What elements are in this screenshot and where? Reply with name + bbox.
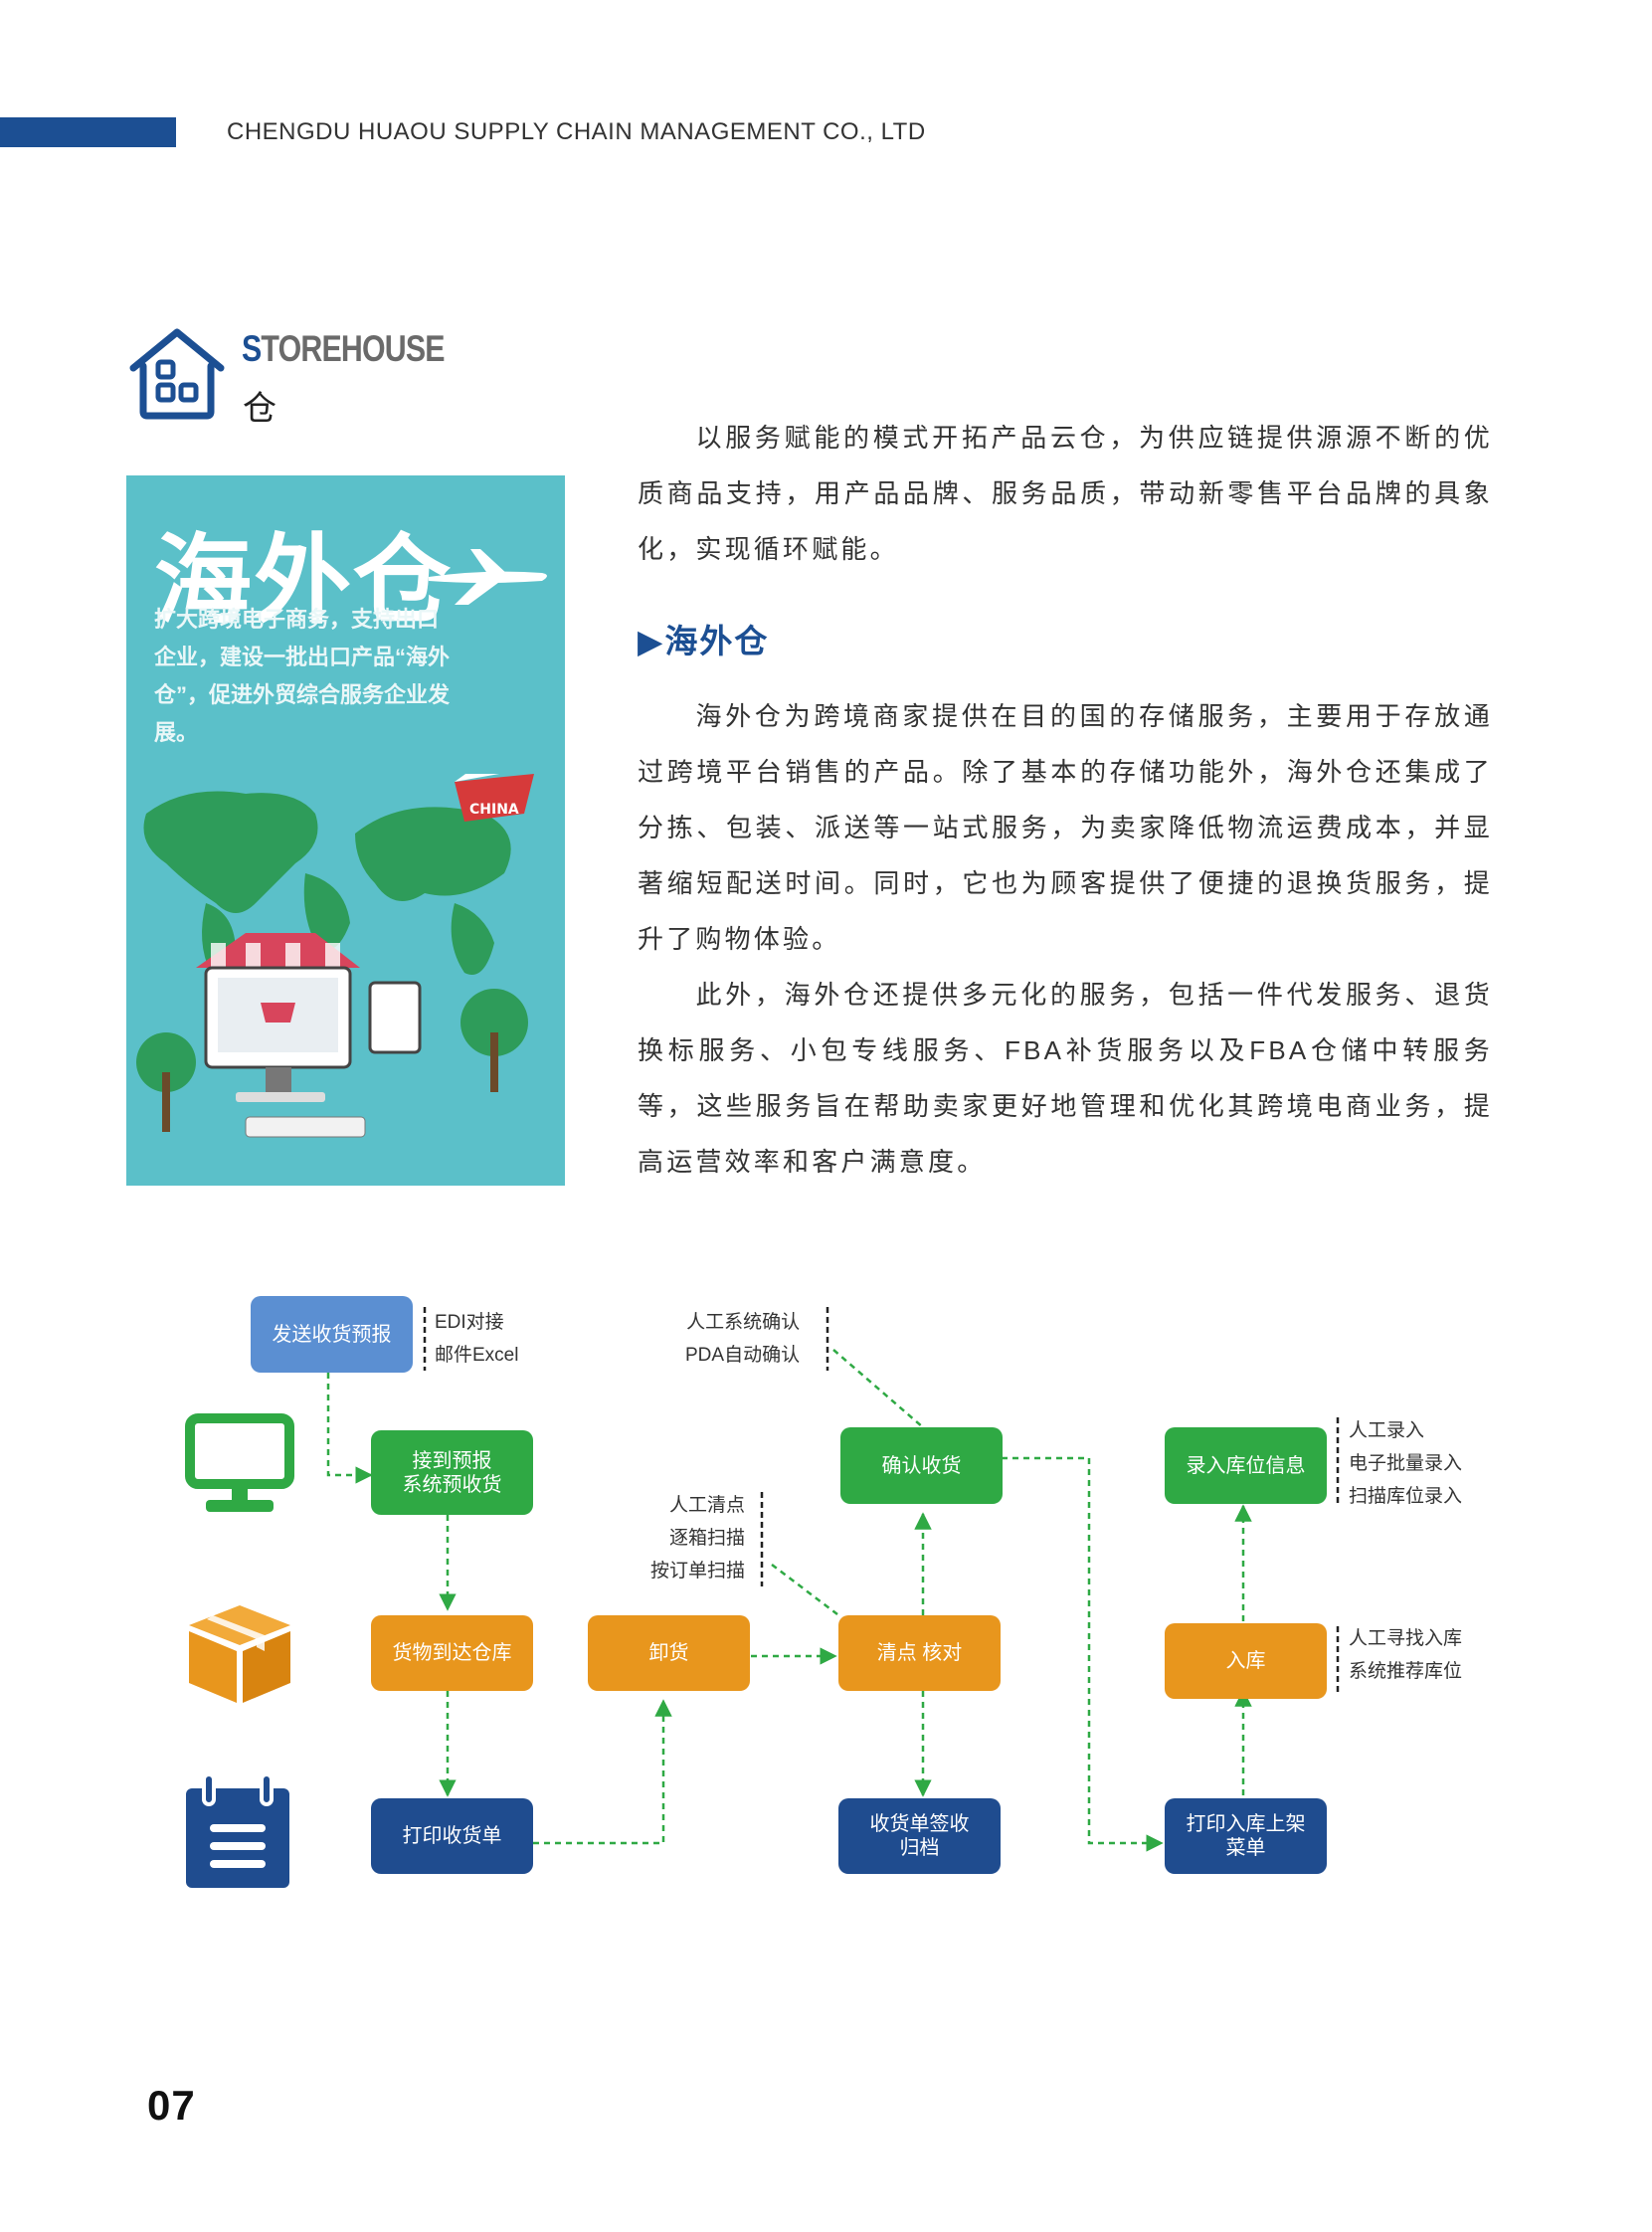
- flow-print-putaway: 打印入库上架 菜单: [1165, 1798, 1327, 1874]
- note-confirm-methods: 人工系统确认 PDA自动确认: [685, 1312, 801, 1366]
- subheading-overseas-warehouse: ▶海外仓: [638, 623, 770, 659]
- flow-sign-archive: 收货单签收 归档: [838, 1798, 1001, 1874]
- note-edi-excel: EDI对接 邮件Excel: [435, 1312, 519, 1366]
- flow-receive-forecast: 接到预报 系统预收货: [371, 1430, 533, 1515]
- flow-inbound: 入库: [1165, 1623, 1327, 1699]
- flow-count-check: 清点 核对: [838, 1615, 1001, 1691]
- overseas-warehouse-poster: 海外仓 扩大跨境电子商务，支持出口企业，建设一批出口产品“海外仓”，促进外贸综合…: [126, 475, 565, 1186]
- intro-paragraph: 以服务赋能的模式开拓产品云仓，为供应链提供源源不断的优质商品支持，用产品品牌、服…: [638, 423, 1493, 564]
- flow-unload: 卸货: [588, 1615, 750, 1691]
- note-count-methods: 人工清点 逐箱扫描 按订单扫描: [650, 1495, 746, 1581]
- box-icon: [189, 1605, 290, 1703]
- section-title-en: STOREHOUSE: [242, 328, 445, 369]
- header-accent-bar: [0, 117, 176, 147]
- page-number: 07: [147, 2082, 196, 2129]
- body-paragraph-2: 此外，海外仓还提供多元化的服务，包括一件代发服务、退货换标服务、小包专线服务、F…: [638, 980, 1493, 1177]
- section-title-zh: 仓: [243, 390, 276, 428]
- flow-confirm-receipt: 确认收货: [840, 1427, 1003, 1504]
- clipboard-list-icon: [186, 1774, 289, 1888]
- flow-send-forecast: 发送收货预报: [251, 1296, 413, 1373]
- poster-title: 海外仓: [154, 524, 454, 638]
- body-paragraph-1: 海外仓为跨境商家提供在目的国的存储服务，主要用于存放通过跨境平台销售的产品。除了…: [638, 701, 1493, 954]
- flow-arrive-warehouse: 货物到达仓库: [371, 1615, 533, 1691]
- ship-label: CHINA: [469, 802, 519, 818]
- flow-enter-location: 录入库位信息: [1165, 1427, 1327, 1504]
- note-entry-methods: 人工录入 电子批量录入 扫描库位录入: [1349, 1420, 1463, 1507]
- world-map-illustration: CHINA: [136, 774, 534, 1138]
- house-icon: [129, 328, 225, 420]
- note-inbound-methods: 人工寻找入库 系统推荐库位: [1349, 1628, 1463, 1682]
- body-paragraphs: 海外仓为跨境商家提供在目的国的存储服务，主要用于存放通过跨境平台销售的产品。除了…: [638, 688, 1493, 1190]
- airplane-icon: [429, 549, 547, 605]
- company-name: CHENGDU HUAOU SUPPLY CHAIN MANAGEMENT CO…: [227, 118, 926, 145]
- flow-print-receipt: 打印收货单: [371, 1798, 533, 1874]
- poster-text: 扩大跨境电子商务，支持出口企业，建设一批出口产品“海外仓”，促进外贸综合服务企业…: [154, 607, 451, 745]
- monitor-icon: [185, 1413, 294, 1512]
